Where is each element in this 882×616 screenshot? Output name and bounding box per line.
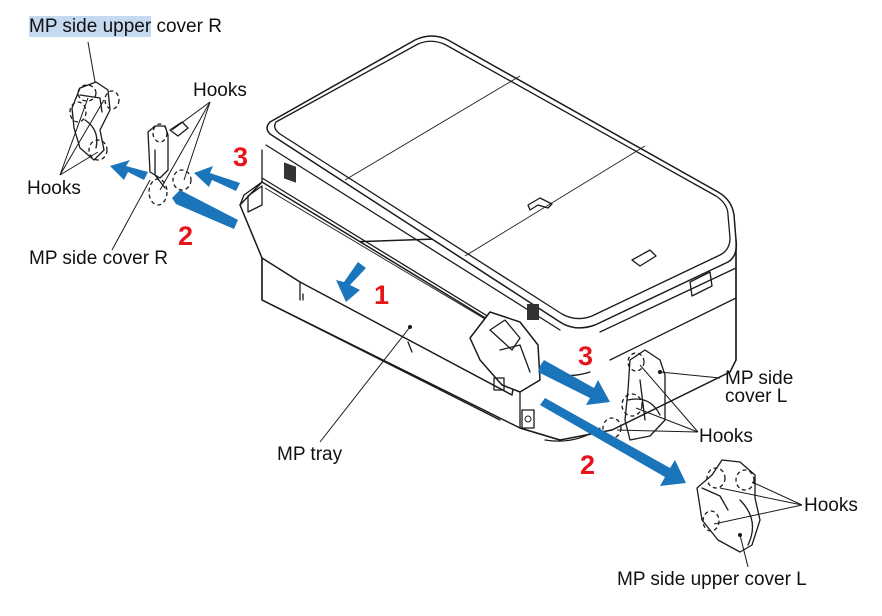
- mp-side-cover-l-part: [602, 349, 666, 441]
- mp-side-cover-r-part: [147, 121, 192, 206]
- label-mp-side-cover-l-line1: MP side: [725, 368, 794, 389]
- highlighted-text: MP side upper: [29, 16, 152, 37]
- step-number-2-right: 2: [580, 450, 596, 480]
- label-mp-tray: MP tray: [277, 444, 343, 465]
- label-hooks-mid-right: Hooks: [699, 426, 753, 447]
- printer-body: [239, 35, 738, 442]
- step-number-3-left: 3: [233, 142, 249, 172]
- label-hooks-left: Hooks: [27, 178, 81, 199]
- leader-lines: [59, 41, 803, 568]
- arrow-step-1: [336, 262, 366, 302]
- direction-arrows: [110, 160, 686, 486]
- label-mp-side-upper-cover-l: MP side upper cover L: [617, 569, 807, 590]
- label-mp-side-upper-cover-r: MP side upper cover R: [29, 16, 222, 37]
- label-hooks-top: Hooks: [193, 80, 247, 101]
- arrow-step-3-left-upper: [110, 160, 148, 180]
- mp-side-upper-cover-l-part: [696, 459, 761, 553]
- step-number-2-left: 2: [178, 221, 194, 251]
- arrow-step-3-right: [538, 360, 610, 405]
- arrow-step-2-left: [172, 190, 238, 229]
- label-hooks-bottom-right: Hooks: [804, 495, 858, 516]
- step-number-1: 1: [374, 280, 390, 310]
- step-number-3-right: 3: [578, 341, 594, 371]
- arrow-step-2-right: [540, 398, 686, 486]
- arrow-step-3-left: [194, 166, 240, 191]
- label-mp-side-cover-l-line2: cover L: [725, 386, 788, 407]
- label-mp-side-cover-r: MP side cover R: [29, 248, 169, 269]
- mp-side-upper-cover-r-part: [69, 81, 120, 161]
